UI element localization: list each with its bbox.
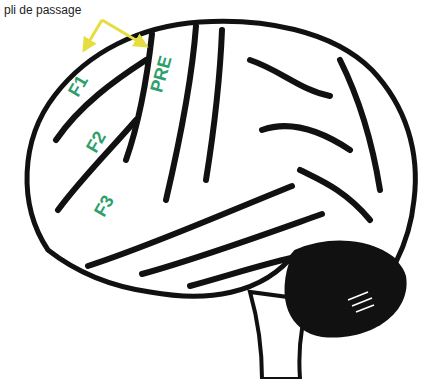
callout-label: pli de passage — [4, 4, 81, 16]
cerebellum-folia — [348, 292, 374, 312]
leader-arrows — [84, 20, 146, 50]
sulci — [56, 26, 380, 286]
